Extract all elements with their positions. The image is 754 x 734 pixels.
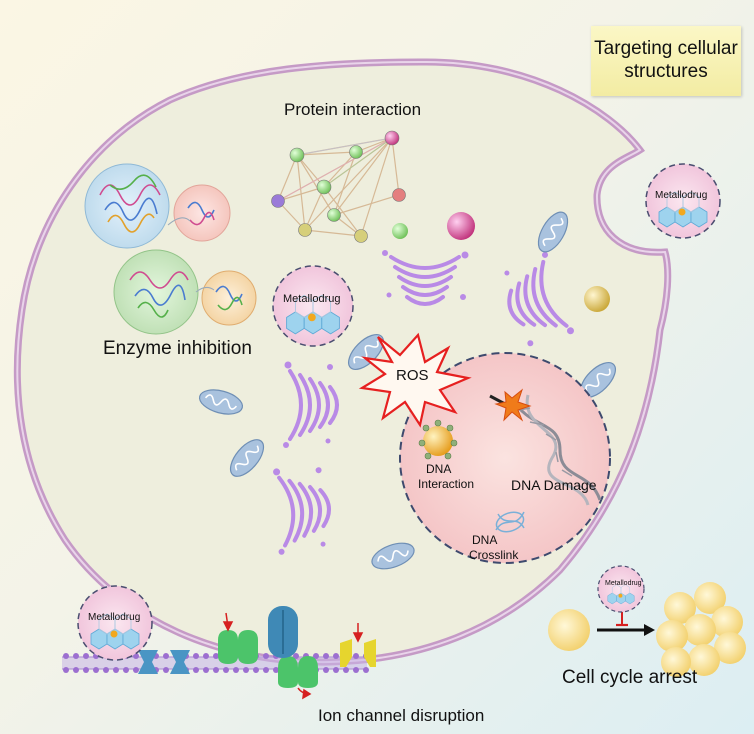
inhibition-icon — [597, 605, 655, 636]
title-box: Targeting cellular structures — [591, 26, 741, 96]
metallodrug-label-center: Metallodrug — [283, 293, 341, 305]
dna-crosslink-icon — [495, 511, 525, 533]
protein-network-icon — [271, 130, 406, 243]
ion-channel-icon-2 — [218, 630, 258, 664]
metallodrug-label-small: Metallodrug — [605, 580, 642, 587]
title-line-2: structures — [624, 61, 708, 82]
dna-crosslink-label-2: Crosslink — [469, 548, 519, 562]
dna-helix-icon — [489, 388, 602, 506]
ion-channel-icon-4 — [340, 639, 376, 667]
ros-label: ROS — [396, 367, 429, 384]
ion-channel-icon-5 — [268, 606, 298, 658]
cell-cycle-cells — [548, 582, 746, 677]
metallodrug-badge-center — [272, 265, 354, 347]
dna-interaction-icon — [418, 419, 458, 460]
enzyme-icon — [84, 163, 257, 335]
dna-damage-label: DNA Damage — [511, 477, 597, 493]
metallodrug-badge-bottom — [77, 585, 153, 661]
pink-sphere — [447, 212, 475, 240]
metallodrug-label-bottom: Metallodrug — [88, 612, 141, 623]
green-sphere — [392, 223, 408, 239]
cell-membrane — [13, 58, 672, 666]
nucleus — [399, 352, 611, 564]
ros-burst-icon — [358, 332, 472, 428]
cell-cycle-arrest-label: Cell cycle arrest — [562, 667, 698, 688]
enzyme-inhibition-label: Enzyme inhibition — [103, 338, 252, 359]
metallodrug-badge-small — [597, 565, 645, 613]
ion-channel-icon — [138, 650, 190, 674]
metallodrug-label-notch: Metallodrug — [655, 190, 708, 201]
protein-interaction-label: Protein interaction — [284, 100, 422, 119]
title-line-1: Targeting cellular — [594, 38, 738, 60]
yellow-sphere — [584, 286, 610, 312]
ion-channel-disruption-label: Ion channel disruption — [318, 706, 485, 725]
ion-channel-icon-3 — [278, 656, 318, 688]
dna-interaction-label-2: Interaction — [418, 477, 475, 491]
metallodrug-badge-notch — [645, 163, 721, 239]
dna-interaction-label-1: DNA — [426, 462, 452, 476]
dna-crosslink-label-1: DNA — [472, 533, 498, 547]
